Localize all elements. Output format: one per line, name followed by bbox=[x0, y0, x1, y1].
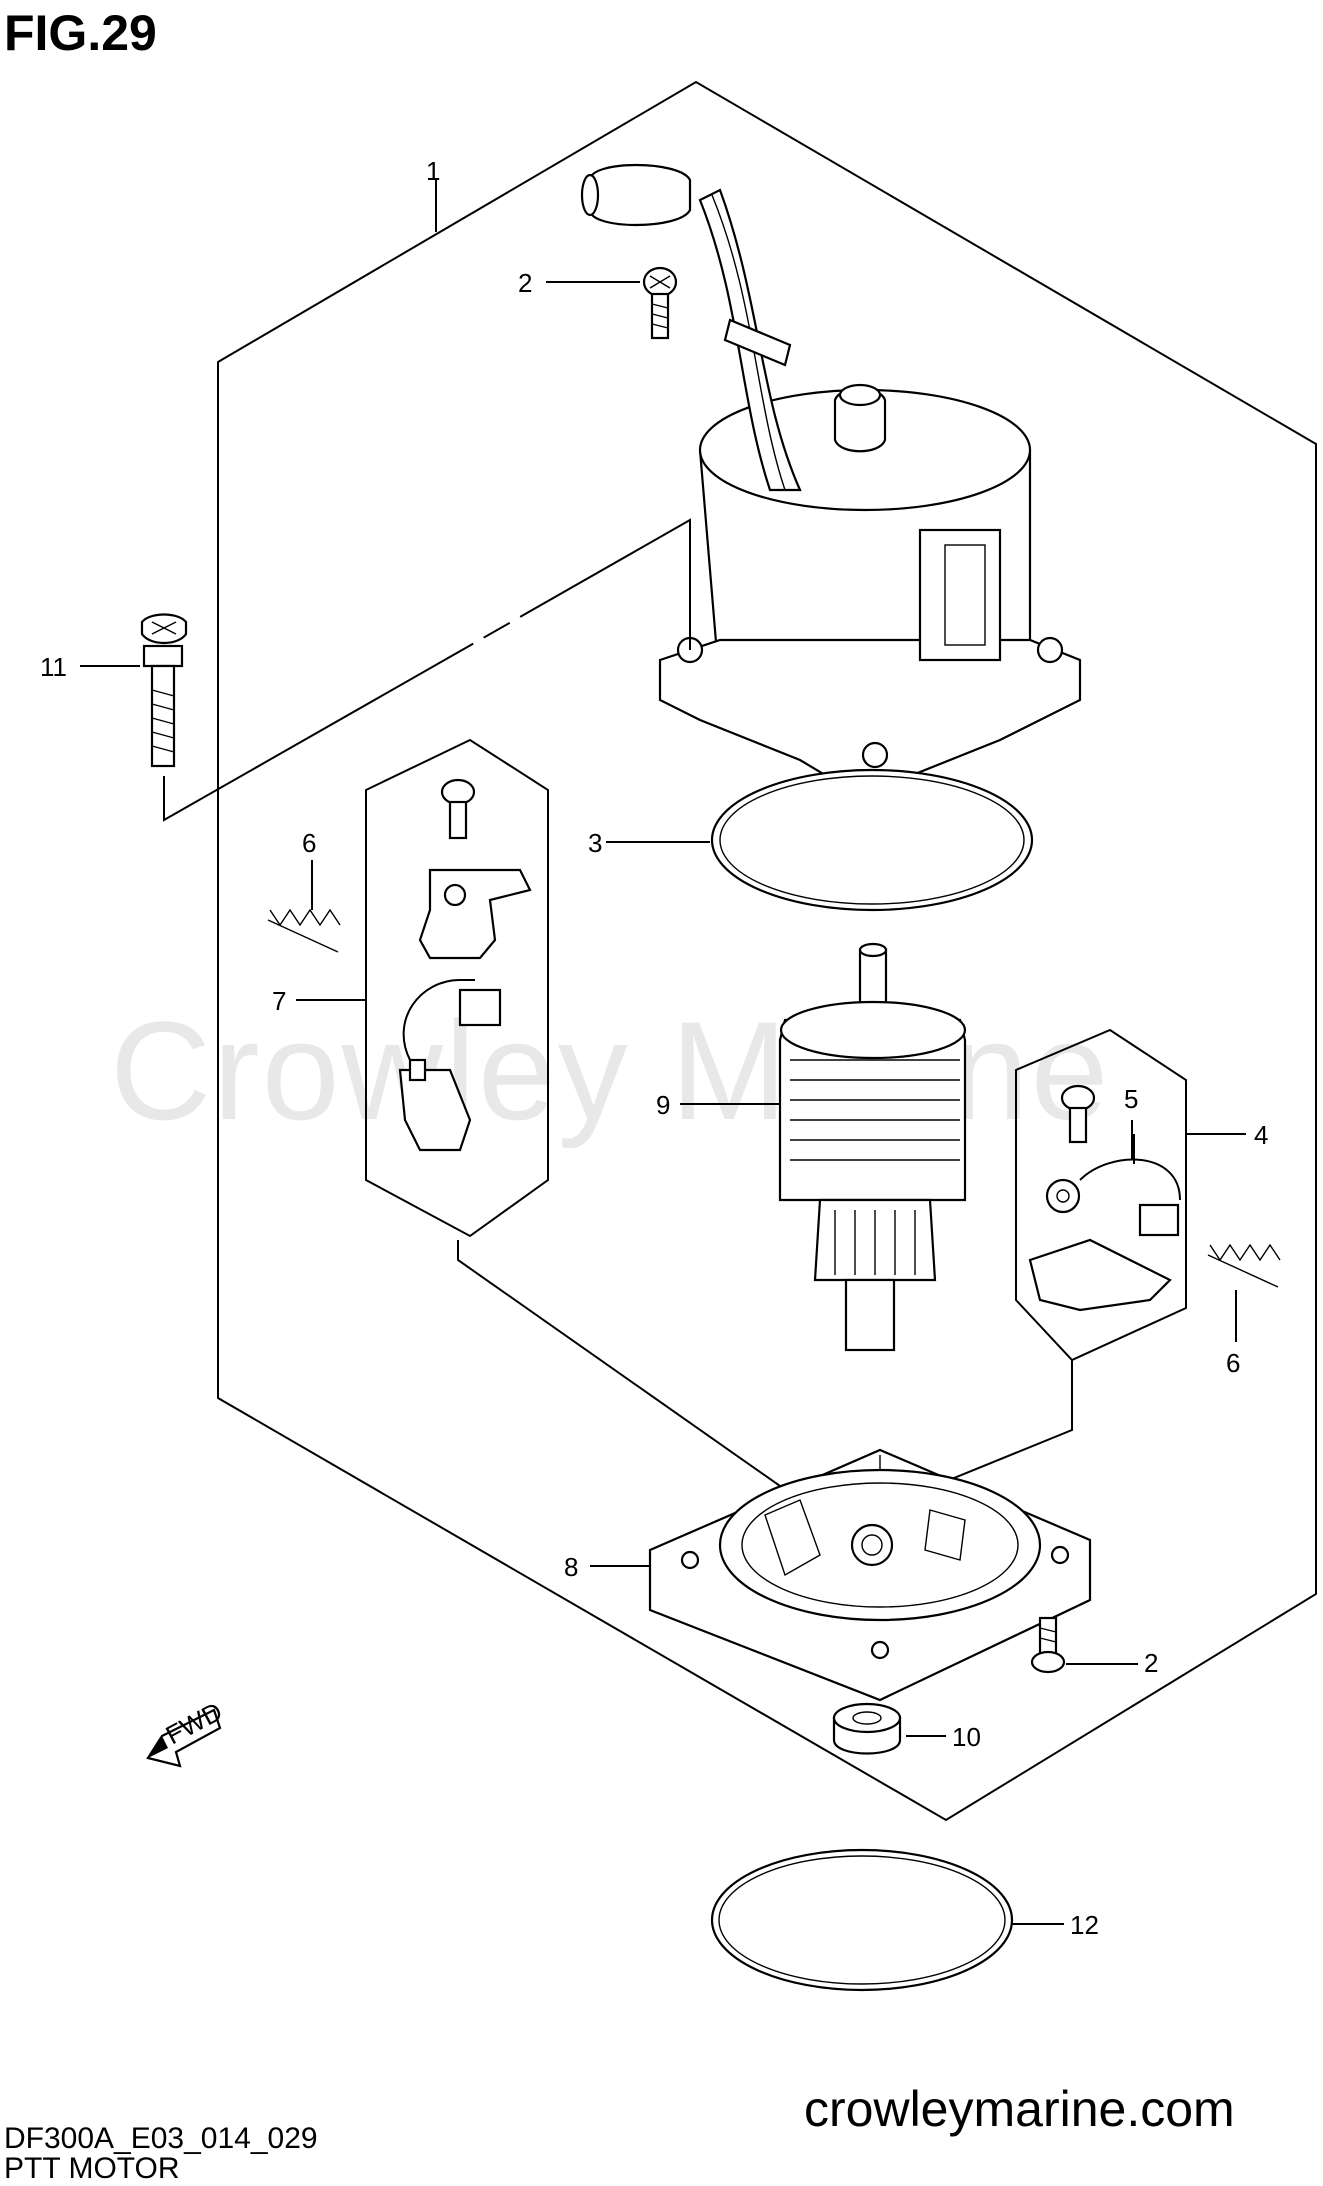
spring-6-right bbox=[1207, 1243, 1281, 1288]
callout-11: 11 bbox=[40, 652, 67, 682]
bolt-11 bbox=[140, 613, 188, 768]
callout-9: 9 bbox=[656, 1090, 670, 1120]
figure-title: FIG.29 bbox=[4, 5, 157, 61]
callout-8: 8 bbox=[564, 1552, 578, 1582]
screw-2-top bbox=[642, 266, 678, 340]
o-ring-3 bbox=[710, 768, 1034, 912]
brush-holder-right bbox=[1028, 1084, 1181, 1312]
callout-2-bottom: 2 bbox=[1144, 1648, 1158, 1678]
figure-code: DF300A_E03_014_029 bbox=[4, 2122, 318, 2155]
end-plate-8 bbox=[648, 1448, 1092, 1702]
brush-holder-left bbox=[398, 778, 532, 1152]
callout-3: 3 bbox=[588, 828, 602, 858]
fwd-arrow-icon bbox=[146, 1708, 222, 1768]
bushing-10 bbox=[832, 1702, 902, 1755]
figure-name: PTT MOTOR bbox=[4, 2152, 180, 2185]
o-ring-12 bbox=[710, 1848, 1014, 1992]
brush-holder-panel-left bbox=[365, 738, 549, 1238]
callout-12: 12 bbox=[1070, 1910, 1099, 1940]
brush-holder-panel-right bbox=[1015, 1028, 1187, 1362]
spring-6-left bbox=[267, 908, 341, 953]
callout-4: 4 bbox=[1254, 1120, 1268, 1150]
callout-6-right: 6 bbox=[1226, 1348, 1240, 1378]
callout-5: 5 bbox=[1124, 1084, 1138, 1114]
assembly-outline bbox=[217, 80, 1317, 1822]
callout-6-left: 6 bbox=[302, 828, 316, 858]
callout-7: 7 bbox=[272, 986, 286, 1016]
screw-2-bottom bbox=[1030, 1616, 1066, 1674]
motor-housing bbox=[580, 163, 1082, 792]
website-text: crowleymarine.com bbox=[804, 2081, 1235, 2137]
callout-10: 10 bbox=[952, 1722, 981, 1752]
armature-9 bbox=[778, 942, 967, 1352]
callout-2-top: 2 bbox=[518, 268, 532, 298]
callout-1: 1 bbox=[426, 156, 440, 186]
